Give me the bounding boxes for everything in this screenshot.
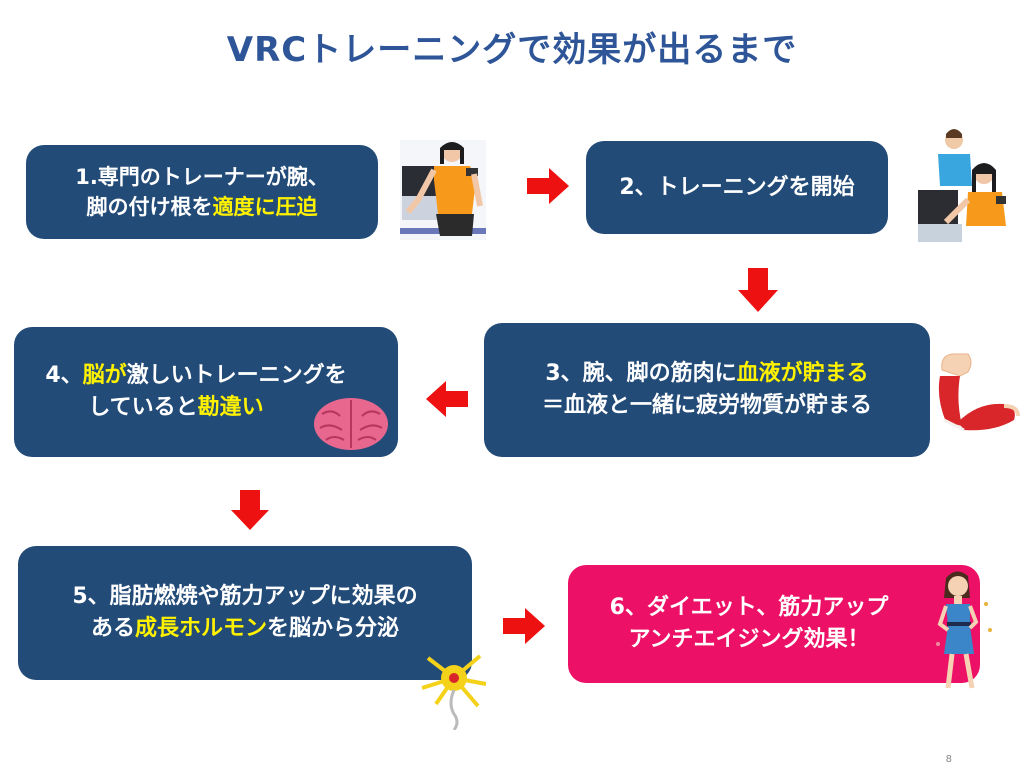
arrow-right-1-to-2 <box>527 168 569 204</box>
step-5-line-2: ある成長ホルモンを脳から分泌 <box>91 613 399 645</box>
step-5-text-3: を脳から分泌 <box>267 616 400 641</box>
step-6-box: 6、ダイエット、筋力アップ アンチエイジング効果！ <box>568 565 980 683</box>
step-4-text-3: していると <box>88 395 198 420</box>
step-3-line-2: ＝血液と一緒に疲労物質が貯まる <box>542 390 872 422</box>
step-1-highlight: 適度に圧迫 <box>212 195 318 219</box>
step-1-box: 1.専門のトレーナーが腕、 脚の付け根を適度に圧迫 <box>26 145 378 239</box>
step-4-highlight-2: 勘違い <box>197 395 264 420</box>
step-4-line-1: 4、脳が激しいトレーニングを <box>45 360 346 392</box>
step-1-line-2: 脚の付け根を適度に圧迫 <box>87 192 318 222</box>
step-1-text-1: 1.専門のトレーナーが腕、 <box>75 164 329 189</box>
trainee-with-cuffs-photo <box>400 140 486 240</box>
trainer-and-trainee-photo <box>918 129 1006 242</box>
step-6-line-1: 6、ダイエット、筋力アップ <box>610 592 889 624</box>
step-6-text-2: アンチエイジング効果！ <box>628 627 870 652</box>
arrow-down-4-to-5 <box>231 490 269 530</box>
arrow-left-3-to-4 <box>426 381 468 417</box>
step-2-box: 2、トレーニングを開始 <box>586 141 888 234</box>
step-3-line-1: 3、腕、脚の筋肉に血液が貯まる <box>545 358 868 390</box>
step-2-text-1: 2、トレーニングを開始 <box>619 174 855 200</box>
step-3-highlight: 血液が貯まる <box>736 361 869 387</box>
step-1-line-1: 1.専門のトレーナーが腕、 <box>75 162 329 192</box>
step-3-text-1: 3、腕、脚の筋肉に <box>545 361 737 387</box>
page-number: 8 <box>945 754 952 765</box>
step-3-box: 3、腕、脚の筋肉に血液が貯まる ＝血液と一緒に疲労物質が貯まる <box>484 323 930 457</box>
step-4-line-2: していると勘違い <box>88 392 303 424</box>
brain-illustration <box>314 398 388 450</box>
step-5-text-2: ある <box>90 616 135 641</box>
step-2-line-1: 2、トレーニングを開始 <box>619 172 854 204</box>
step-5-line-1: 5、脂肪燃焼や筋力アップに効果の <box>72 581 417 613</box>
step-5-highlight: 成長ホルモン <box>134 616 267 641</box>
slim-woman-illustration <box>936 571 992 689</box>
step-4-text-2: 激しいトレーニングを <box>126 363 347 389</box>
step-3-text-2: ＝血液と一緒に疲労物質が貯まる <box>541 393 872 418</box>
step-6-line-2: アンチエイジング効果！ <box>628 624 869 656</box>
step-1-text-2: 脚の付け根を <box>86 195 213 219</box>
step-6-text-1: 6、ダイエット、筋力アップ <box>609 595 889 621</box>
step-4-text-1: 4、 <box>45 363 83 389</box>
neuron-illustration <box>421 654 487 730</box>
step-5-box: 5、脂肪燃焼や筋力アップに効果の ある成長ホルモンを脳から分泌 <box>18 546 472 680</box>
muscle-arm-illustration <box>938 353 1020 432</box>
slide-title: VRCトレーニングで効果が出るまで <box>226 30 798 70</box>
step-5-text-1: 5、脂肪燃焼や筋力アップに効果の <box>72 584 418 610</box>
arrow-right-5-to-6 <box>503 608 545 644</box>
arrow-down-2-to-3 <box>738 268 778 312</box>
step-4-highlight-1: 脳が <box>82 363 127 389</box>
